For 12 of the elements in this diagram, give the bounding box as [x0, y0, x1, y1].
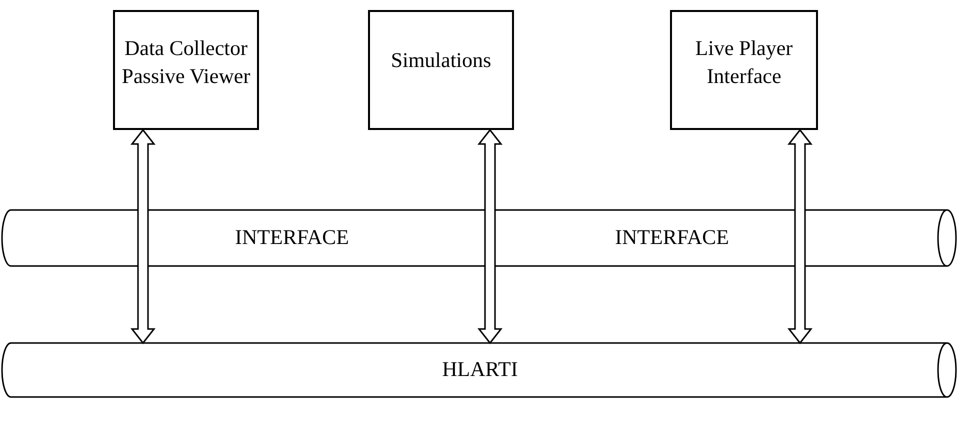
process-box — [113, 10, 259, 130]
double-arrow — [130, 128, 156, 344]
pipe-label: HLARTI — [442, 357, 518, 382]
pipe-label: INTERFACE — [235, 225, 349, 250]
box-label: Live Player Interface — [694, 35, 794, 90]
double-arrow — [787, 128, 813, 344]
pipe-label: INTERFACE — [615, 225, 729, 250]
box-label: Simulations — [390, 47, 492, 74]
process-box — [368, 10, 514, 130]
double-arrow — [477, 128, 503, 344]
box-label: Data Collector Passive Viewer — [120, 35, 252, 90]
process-box — [670, 10, 818, 130]
